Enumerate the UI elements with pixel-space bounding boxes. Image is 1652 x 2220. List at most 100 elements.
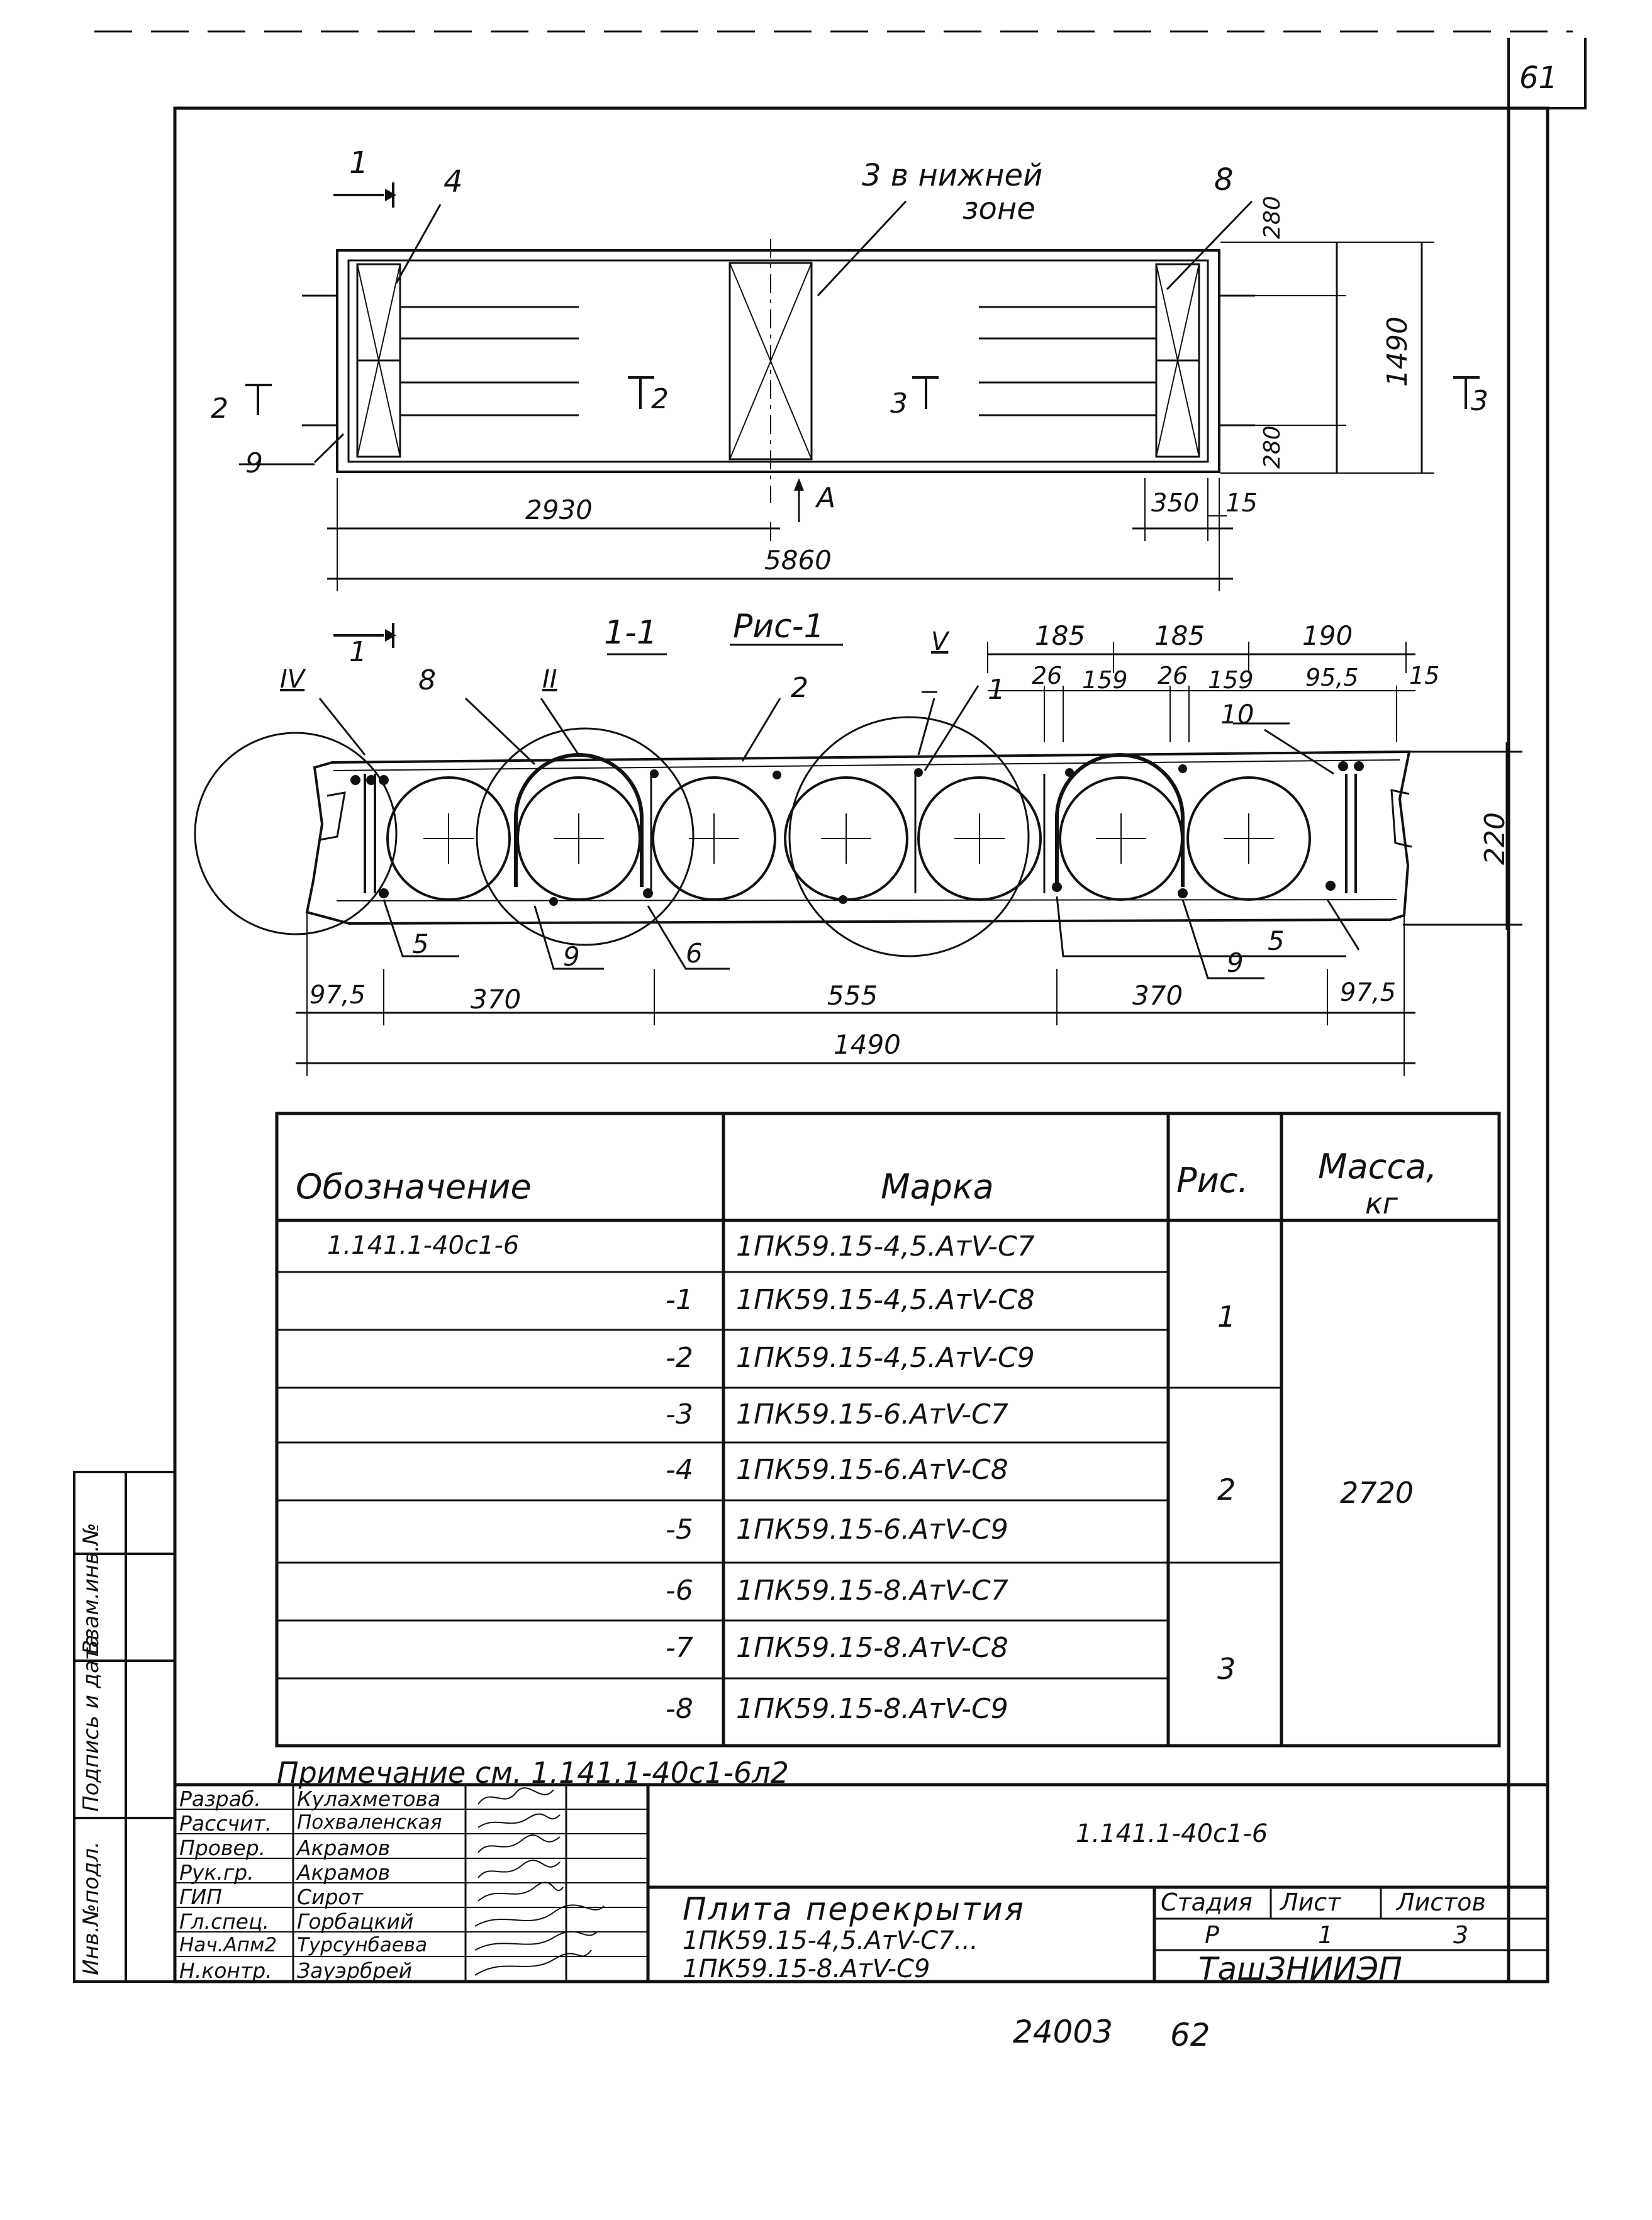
plan-section-mark-1: 1 [349,145,369,181]
dim-26-a: 26 [1032,662,1063,689]
tb-name-0: Кулахметова [297,1787,441,1811]
dim-1490-section: 1490 [834,1029,901,1060]
tb-organization: ТашЗНИИЭП [1198,1951,1402,1987]
tb-name-7: Зауэрбрей [297,1958,413,1983]
tb-role-4: ГИП [179,1885,222,1909]
footer-page: 62 [1170,2017,1210,2053]
dim-190: 190 [1302,620,1353,651]
tb-doc-code: 1.141.1-40с1-6 [1076,1819,1268,1848]
table-fig-group-3: 3 [1217,1652,1236,1686]
dim-185-a: 185 [1035,620,1086,651]
tb-role-7: Н.контр. [179,1958,272,1983]
plan-dim-1490: 1490 [1381,316,1414,387]
dim-26-b: 26 [1158,662,1188,689]
plan-section-mark-3-left: 3 [890,388,908,420]
section-title: 1-1 [604,614,657,652]
table-row-1-mark: 1ПК59.15-4,5.АтV-С8 [736,1284,1035,1316]
section-callout-2: 2 [791,672,808,704]
dim-555: 555 [827,980,878,1011]
tb-name-6: Турсунбаева [297,1934,428,1956]
plan-callout-3-zone: 3 в нижней [862,158,1043,193]
table-fig-group-1: 1 [1217,1300,1236,1334]
tb-item-line3: 1ПК59.15-8.АтV-С9 [683,1955,930,1983]
table-header-mass-unit: кг [1365,1186,1398,1220]
plan-section-mark-2-right: 2 [651,383,669,415]
section-mark-1: 1 [349,636,367,668]
table-row-5-designation: -5 [666,1514,693,1546]
tb-sheet-label: Лист [1280,1888,1341,1916]
table-row-2-designation: -2 [666,1342,693,1374]
table-row-4-designation: -4 [666,1454,693,1486]
dim-15-section: 15 [1409,662,1440,689]
plan-callout-8: 8 [1214,162,1234,198]
table-row-8-designation: -8 [666,1693,693,1725]
tb-name-4: Сирот [297,1885,363,1909]
table-row-4-mark: 1ПК59.15-6.АтV-С8 [736,1454,1008,1486]
table-mass-value: 2720 [1340,1476,1414,1510]
dim-97-5-right: 97,5 [1340,978,1397,1007]
table-fig-group-2: 2 [1217,1473,1236,1507]
table-header-fig: Рис. [1176,1161,1249,1200]
table-row-6-mark: 1ПК59.15-8.АтV-С7 [736,1575,1008,1607]
tb-item-title: Плита перекрытия [683,1891,1025,1927]
tb-role-5: Гл.спец. [179,1909,269,1934]
note-text: Примечание см. 1.141.1-40с1-6л2 [277,1756,789,1790]
dim-220: 220 [1479,812,1511,865]
dim-370-left: 370 [471,984,522,1015]
dim-370-right: 370 [1132,980,1183,1011]
plan-dim-350: 350 [1151,489,1200,518]
tb-stage-label: Стадия [1161,1888,1253,1916]
node-v-label: V [931,627,949,656]
tb-sheet-value: 1 [1318,1921,1334,1949]
table-row-2-mark: 1ПК59.15-4,5.АтV-С9 [736,1342,1035,1374]
plan-dim-280-top: 280 [1259,196,1285,239]
section-callout-1: 1 [988,674,1005,706]
section-callout-5-right: 5 [1268,925,1285,956]
figure-caption: Рис-1 [733,608,825,645]
dim-159-a: 159 [1082,666,1128,694]
plan-section-mark-3-right: 3 [1471,385,1488,417]
table-header-designation: Обозначение [296,1167,532,1207]
tb-name-3: Акрамов [297,1860,391,1885]
section-callout-8: 8 [418,664,436,696]
table-row-7-designation: -7 [666,1632,693,1664]
table-row-5-mark: 1ПК59.15-6.АтV-С9 [736,1514,1008,1546]
side-stamp-signature-date: Подпись и дата [79,1634,104,1812]
plan-callout-3-zone-2: зоне [963,191,1035,226]
plan-section-mark-2-left: 2 [211,393,228,425]
tb-sheets-value: 3 [1453,1921,1469,1949]
tb-name-2: Акрамов [297,1836,391,1860]
section-callout-9-left: 9 [563,941,580,972]
dim-97-5-left: 97,5 [310,981,366,1010]
dim-185-b: 185 [1154,620,1205,651]
tb-role-2: Провер. [179,1836,266,1860]
plan-dim-15: 15 [1225,489,1258,518]
node-ii-label: II [542,665,557,694]
table-header-mass: Масса, [1318,1147,1437,1186]
table-row-6-designation: -6 [666,1575,693,1607]
section-callout-10: 10 [1220,699,1254,730]
plan-callout-9: 9 [245,447,263,479]
table-row-1-designation: -1 [666,1284,693,1316]
tb-stage-value: Р [1205,1921,1219,1949]
tb-role-1: Рассчит. [179,1811,272,1836]
tb-role-0: Разраб. [179,1787,261,1811]
dim-95-5: 95,5 [1305,664,1359,691]
page-number: 61 [1519,60,1558,96]
section-callout-9-right: 9 [1227,947,1244,978]
side-stamp-replaces-inv: Взам.инв.№ [79,1522,104,1654]
table-row-7-mark: 1ПК59.15-8.АтV-С8 [736,1632,1008,1664]
tb-name-1: Похваленская [297,1811,442,1834]
table-header-mark: Марка [881,1167,994,1207]
plan-callout-4: 4 [444,164,463,199]
tb-item-line2: 1ПК59.15-4,5.АтV-С7... [683,1926,978,1955]
plan-dim-280-bottom: 280 [1259,425,1285,469]
table-row-8-mark: 1ПК59.15-8.АтV-С9 [736,1693,1008,1725]
plan-dim-5860: 5860 [764,545,832,576]
section-callout-5-left: 5 [412,929,429,959]
table-row-0-mark: 1ПК59.15-4,5.АтV-С7 [736,1230,1035,1263]
plan-dim-2930: 2930 [525,494,593,525]
side-stamp-inv-orig: Инв.№подл. [79,1841,104,1975]
